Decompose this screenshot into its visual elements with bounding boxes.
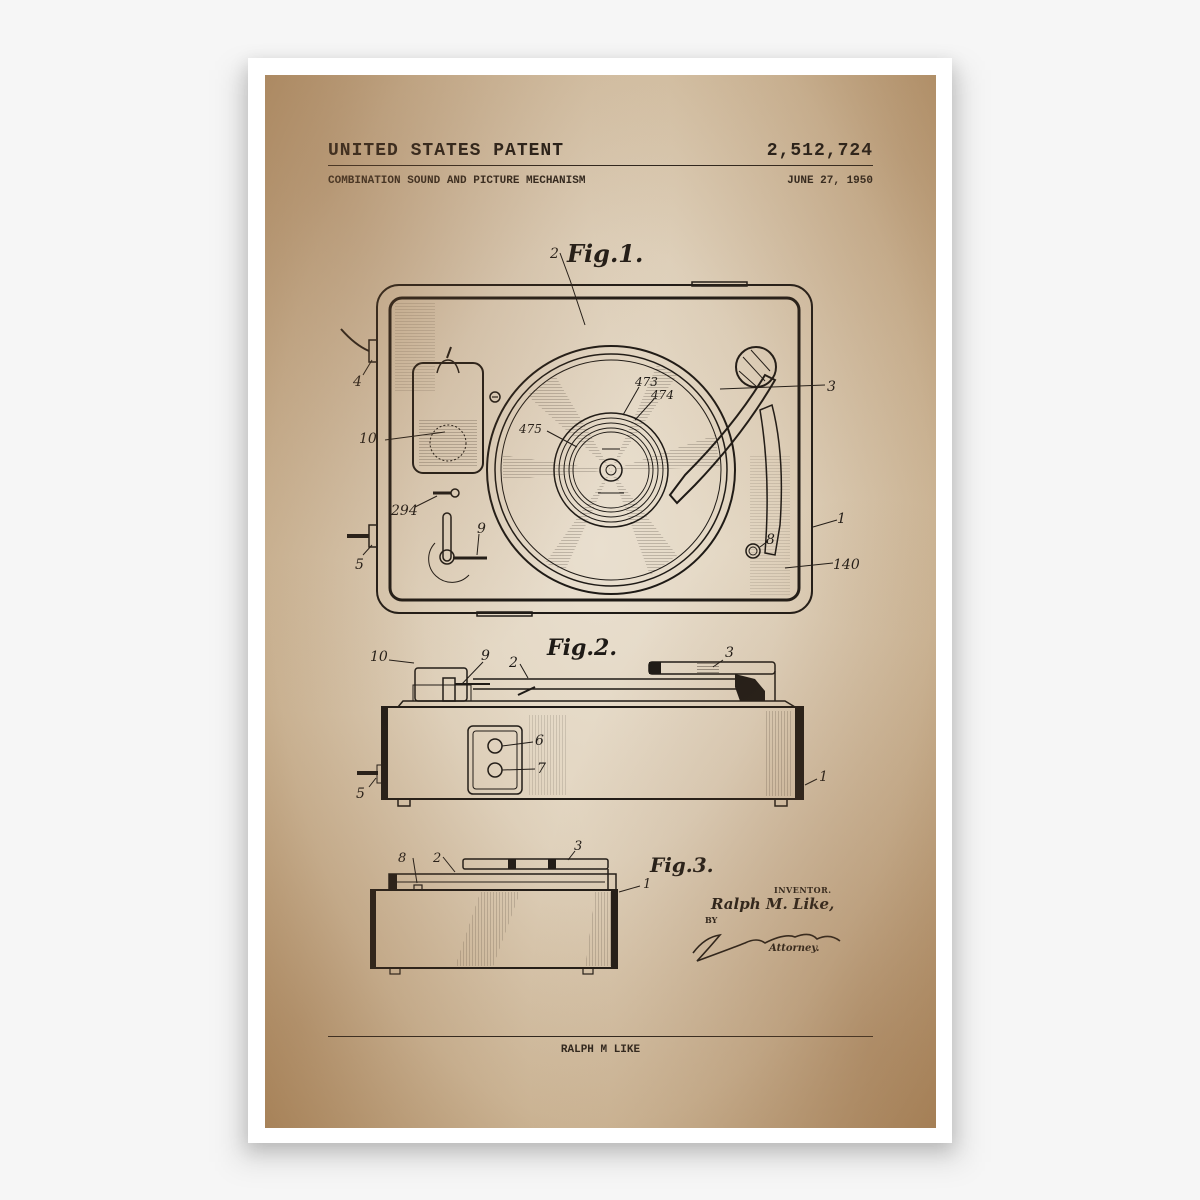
figure-2: Fig.2.	[356, 635, 828, 807]
fig1-label-475: 475	[518, 422, 542, 436]
fig2-label-7: 7	[537, 761, 546, 777]
poster-frame: UNITED STATES PATENT 2,512,724 COMBINATI…	[248, 58, 952, 1143]
fig2-label-2: 2	[508, 655, 518, 671]
fig1-label-3: 3	[827, 379, 836, 395]
figure-3-title: Fig.3.	[649, 853, 714, 877]
fig1-label-2: 2	[549, 246, 559, 262]
fig3-label-1: 1	[643, 877, 651, 892]
patent-subtitle: COMBINATION SOUND AND PICTURE MECHANISM	[328, 175, 586, 187]
patent-number: 2,512,724	[766, 141, 873, 161]
attorney-signature	[692, 933, 841, 962]
fig3-label-3: 3	[574, 839, 582, 854]
figure-1: Fig.1.	[340, 239, 860, 617]
by-caption: BY	[705, 915, 718, 925]
fig1-label-473: 473	[634, 375, 658, 389]
footer-inventor-name: RALPH M LIKE	[560, 1044, 641, 1056]
inventor-name: Ralph M. Like,	[711, 895, 835, 913]
fig1-label-1: 1	[837, 511, 846, 527]
attorney-caption: Attorney.	[769, 943, 820, 954]
header-divider	[328, 165, 873, 166]
inventor-caption: INVENTOR.	[774, 885, 832, 895]
fig1-label-9: 9	[477, 521, 486, 537]
fig1-label-4: 4	[352, 374, 362, 390]
fig1-label-294: 294	[390, 503, 418, 519]
fig3-label-2: 2	[432, 851, 441, 866]
fig2-label-6: 6	[535, 733, 544, 749]
figure-3: Fig.3.	[370, 839, 714, 975]
fig3-label-8: 8	[398, 851, 406, 866]
fig2-label-10: 10	[370, 649, 388, 665]
footer-divider	[328, 1036, 873, 1037]
fig2-label-1: 1	[819, 769, 828, 785]
patent-paper: UNITED STATES PATENT 2,512,724 COMBINATI…	[265, 75, 936, 1128]
fig1-label-474: 474	[650, 388, 674, 402]
patent-heading: UNITED STATES PATENT	[328, 141, 565, 161]
fig2-label-5: 5	[356, 786, 365, 802]
fig1-label-5: 5	[355, 557, 364, 573]
fig2-label-9: 9	[481, 648, 490, 664]
patent-drawings: Fig.1.	[340, 239, 860, 975]
fig1-label-8: 8	[766, 532, 775, 548]
figure-1-title: Fig.1.	[566, 239, 643, 268]
fig2-label-3: 3	[725, 645, 734, 661]
figure-2-title: Fig.2.	[546, 635, 617, 661]
patent-date: JUNE 27, 1950	[787, 175, 873, 187]
fig1-label-10: 10	[359, 431, 377, 447]
fig1-label-140: 140	[833, 557, 860, 573]
